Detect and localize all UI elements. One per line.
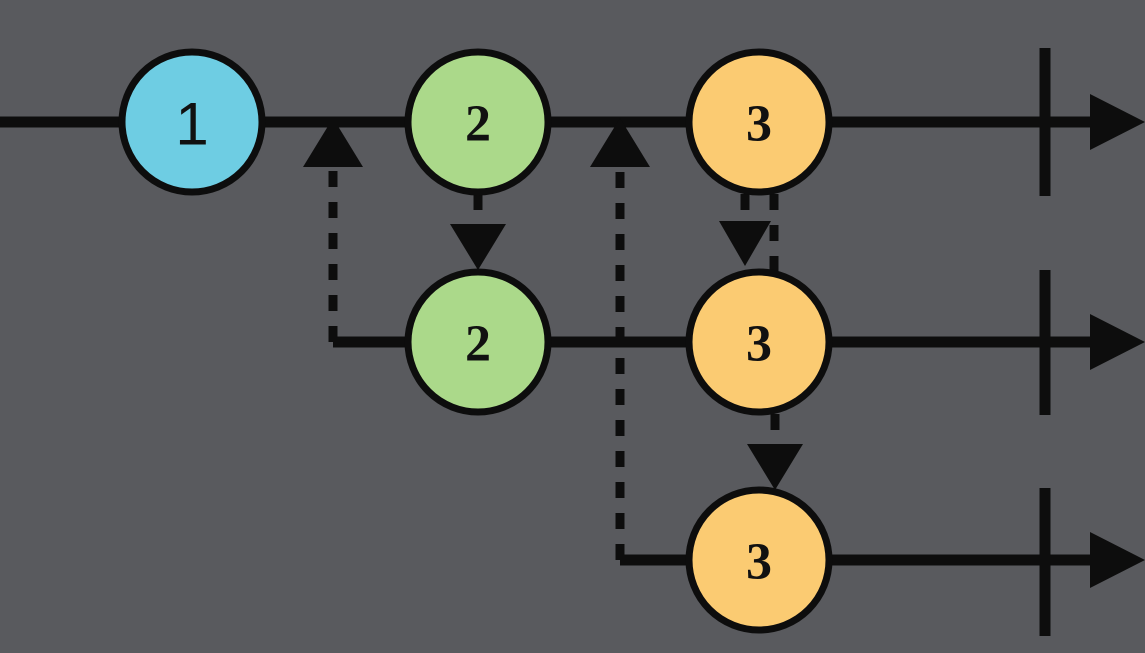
node-circle[interactable] <box>404 268 552 416</box>
node-circle[interactable] <box>685 268 833 416</box>
node-circle[interactable] <box>685 48 833 196</box>
dashed-connectors-group <box>303 118 803 560</box>
dashed-merge-up-2-arrowhead-icon <box>590 118 650 167</box>
dashed-branch-down-3-arrowhead-icon <box>747 444 803 490</box>
node-1-a-label: 1 <box>175 91 208 158</box>
node-circle[interactable] <box>118 48 266 196</box>
node-3-a-label: 3 <box>746 96 772 153</box>
node-3-c[interactable]: 3 <box>685 486 833 634</box>
node-circle[interactable] <box>404 48 552 196</box>
node-3-c-label: 3 <box>746 534 772 591</box>
node-3-b[interactable]: 3 <box>685 268 833 416</box>
node-circle[interactable] <box>685 486 833 634</box>
node-2-b[interactable]: 2 <box>404 268 552 416</box>
node-3-a[interactable]: 3 <box>685 48 833 196</box>
node-2-a[interactable]: 2 <box>404 48 552 196</box>
dashed-merge-up-1-arrowhead-icon <box>303 118 363 167</box>
node-2-b-label: 2 <box>465 316 491 373</box>
lane-2-arrowhead-icon <box>1090 314 1145 370</box>
node-2-a-label: 2 <box>465 96 491 153</box>
dashed-branch-down-2-arrowhead-icon <box>719 221 771 266</box>
lane-3-arrowhead-icon <box>1090 532 1145 588</box>
node-3-b-label: 3 <box>746 316 772 373</box>
dashed-branch-down-1-arrowhead-icon <box>450 224 506 270</box>
lane-1-arrowhead-icon <box>1090 94 1145 150</box>
node-1-a[interactable]: 1 <box>118 48 266 196</box>
